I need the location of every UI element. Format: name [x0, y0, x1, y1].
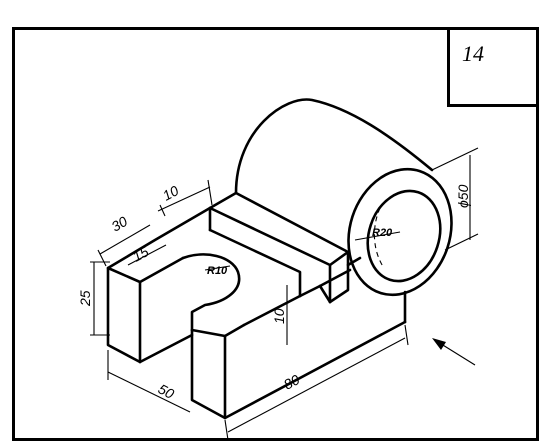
- dim-diameter-50: ϕ50: [455, 184, 471, 208]
- dimension-lines: [90, 147, 479, 441]
- drawing-frame: [12, 27, 539, 441]
- top-rib: [208, 191, 362, 304]
- cylinder-body: [234, 98, 453, 297]
- dim-height-10: 10: [160, 182, 181, 204]
- dim-height-25: 25: [77, 290, 93, 307]
- exercise-number: 14: [462, 41, 484, 66]
- dim-slot-15: 15: [130, 243, 151, 265]
- dim-depth-10: 10: [271, 308, 287, 324]
- exercise-number-box: 14: [447, 27, 539, 107]
- dim-radius-r20: R20: [372, 227, 393, 239]
- dim-length-50: 50: [156, 381, 177, 403]
- base-block: [106, 206, 407, 420]
- dim-radius-r10: R10: [207, 265, 228, 277]
- dim-width-30: 30: [109, 213, 131, 235]
- dim-length-80: 80: [281, 371, 302, 393]
